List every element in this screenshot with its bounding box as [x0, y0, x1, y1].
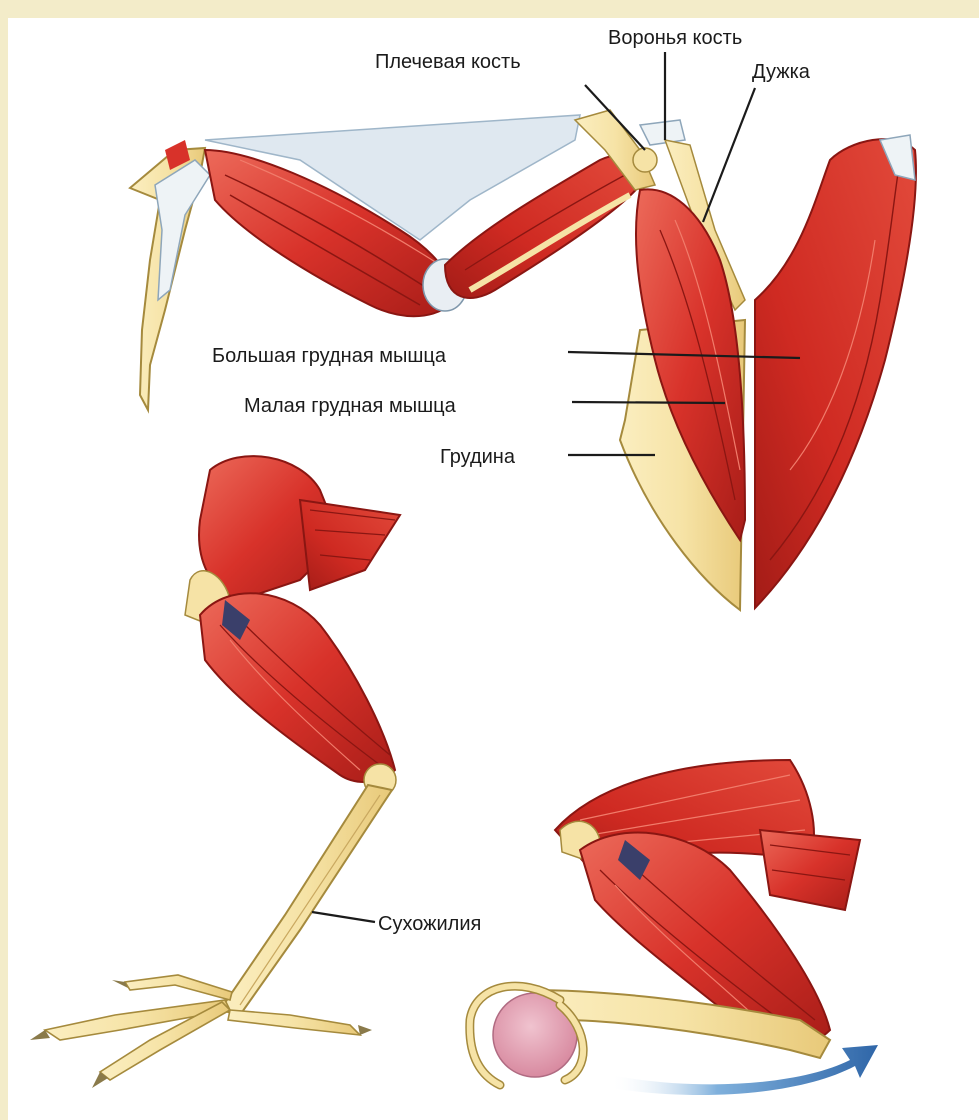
- label-coracoid: Воронья кость: [608, 27, 742, 49]
- label-humerus: Плечевая кость: [375, 51, 521, 73]
- label-sternum: Грудина: [440, 446, 516, 468]
- leader-pectoralis-minor: [572, 402, 725, 403]
- label-pectoralis-major: Большая грудная мышца: [212, 345, 447, 367]
- label-furcula: Дужка: [752, 61, 811, 83]
- label-tendons: Сухожилия: [378, 913, 481, 935]
- label-pectoralis-minor: Малая грудная мышца: [244, 395, 457, 417]
